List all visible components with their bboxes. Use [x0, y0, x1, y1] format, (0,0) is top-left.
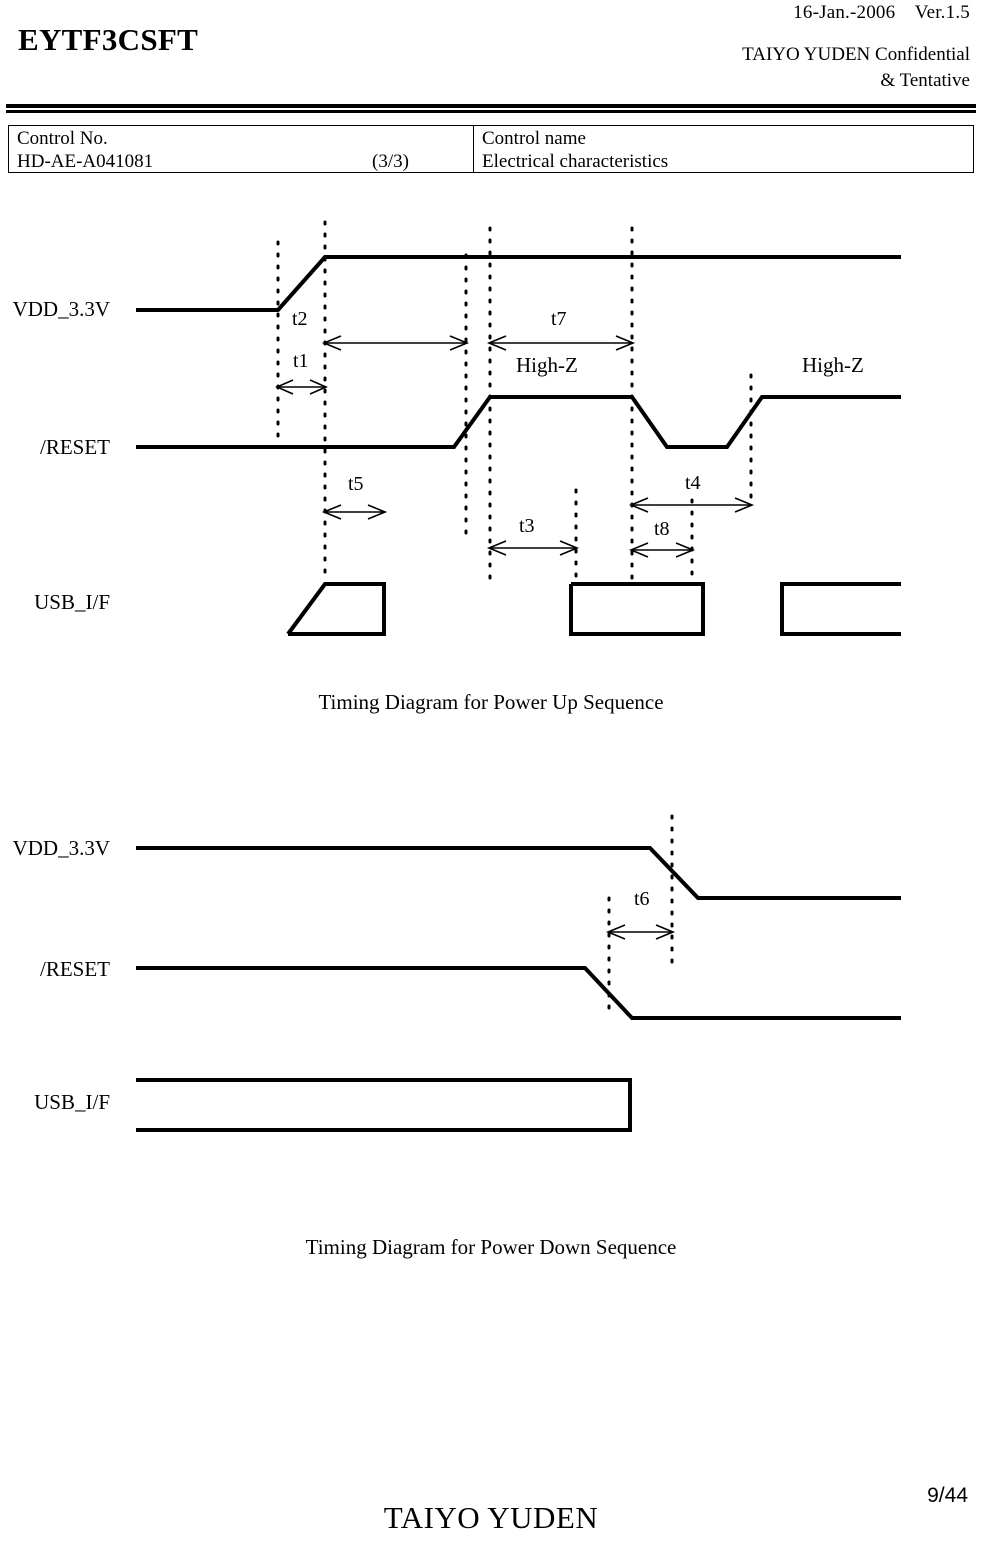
control-name-label: Control name — [482, 128, 586, 149]
document-date-version: 16-Jan.-2006 Ver.1.5 — [793, 2, 970, 23]
signal-label-usb-power-down: USB_I/F — [34, 1090, 110, 1114]
waveform-reset-power-down — [136, 966, 901, 1020]
signal-label-vdd-power-up: VDD_3.3V — [12, 297, 110, 321]
control-name-value: Electrical characteristics — [482, 151, 669, 172]
header-divider-thick — [6, 104, 976, 108]
waveform-vdd-power-down — [136, 846, 901, 900]
timing-diagram-power-down: VDD_3.3V /RESET USB_I/F t6 — [0, 790, 982, 1190]
measure-arrow-t5 — [321, 504, 388, 520]
annotation-t4: t4 — [685, 472, 701, 494]
caption-power-down: Timing Diagram for Power Down Sequence — [305, 1235, 677, 1259]
page-title: EYTF3CSFT — [18, 22, 199, 57]
power-down-waveform-svg — [136, 814, 901, 1132]
header-divider-thin — [6, 110, 976, 113]
confidential-line-1: TAIYO YUDEN Confidential — [742, 44, 970, 65]
power-up-waveform-svg — [136, 220, 901, 636]
header-divider — [6, 104, 976, 113]
waveform-usb-power-down — [136, 1078, 632, 1132]
annotation-high-z-1: High‑Z — [516, 353, 578, 377]
confidential-notice: TAIYO YUDEN Confidential & Tentative — [742, 42, 970, 93]
caption-power-up: Timing Diagram for Power Up Sequence — [318, 690, 664, 714]
control-no-value: HD-AE-A041081 — [17, 151, 154, 172]
measure-arrow-t3 — [486, 540, 580, 556]
signal-label-vdd-power-down: VDD_3.3V — [12, 836, 110, 860]
annotation-t2: t2 — [292, 308, 308, 330]
control-info-table: Control No. HD-AE-A041081 (3/3) Control … — [8, 125, 974, 173]
annotation-t1: t1 — [293, 350, 309, 372]
signal-label-usb-power-up: USB_I/F — [34, 590, 110, 614]
waveform-usb-burst-1 — [286, 582, 386, 636]
measure-arrow-t6 — [605, 924, 676, 940]
waveform-reset-power-up — [136, 395, 901, 449]
annotation-t6: t6 — [634, 888, 650, 910]
control-no-label: Control No. — [17, 128, 108, 149]
control-no-page-of: (3/3) — [372, 151, 409, 172]
annotation-t5: t5 — [348, 473, 364, 495]
signal-label-reset-power-up: /RESET — [39, 435, 110, 459]
measure-arrow-t1 — [275, 379, 328, 395]
signal-label-reset-power-down: /RESET — [39, 957, 110, 981]
control-no-cell: Control No. HD-AE-A041081 (3/3) — [9, 126, 474, 172]
header-divider-gap — [6, 108, 976, 110]
waveform-usb-burst-3 — [780, 582, 901, 636]
measure-arrow-t4 — [628, 497, 755, 513]
waveform-vdd-power-up — [136, 255, 901, 312]
measure-arrow-t2 — [321, 335, 470, 351]
measure-arrow-t8 — [628, 542, 696, 558]
timing-diagram-power-up: VDD_3.3V /RESET USB_I/F t2 t1 t7 t5 t3 t… — [0, 200, 982, 670]
waveform-usb-burst-2 — [569, 582, 705, 636]
measure-arrow-t7 — [486, 335, 636, 351]
annotation-t8: t8 — [654, 518, 670, 540]
control-no-row: HD-AE-A041081 (3/3) — [17, 150, 465, 173]
annotation-high-z-2: High‑Z — [802, 353, 864, 377]
confidential-line-2: & Tentative — [880, 69, 970, 91]
annotation-t3: t3 — [519, 515, 535, 537]
page-number: 9/44 — [927, 1484, 968, 1507]
footer-brand: TAIYO YUDEN — [383, 1500, 599, 1535]
control-name-cell: Control name Electrical characteristics — [474, 126, 973, 172]
annotation-t7: t7 — [551, 308, 567, 330]
